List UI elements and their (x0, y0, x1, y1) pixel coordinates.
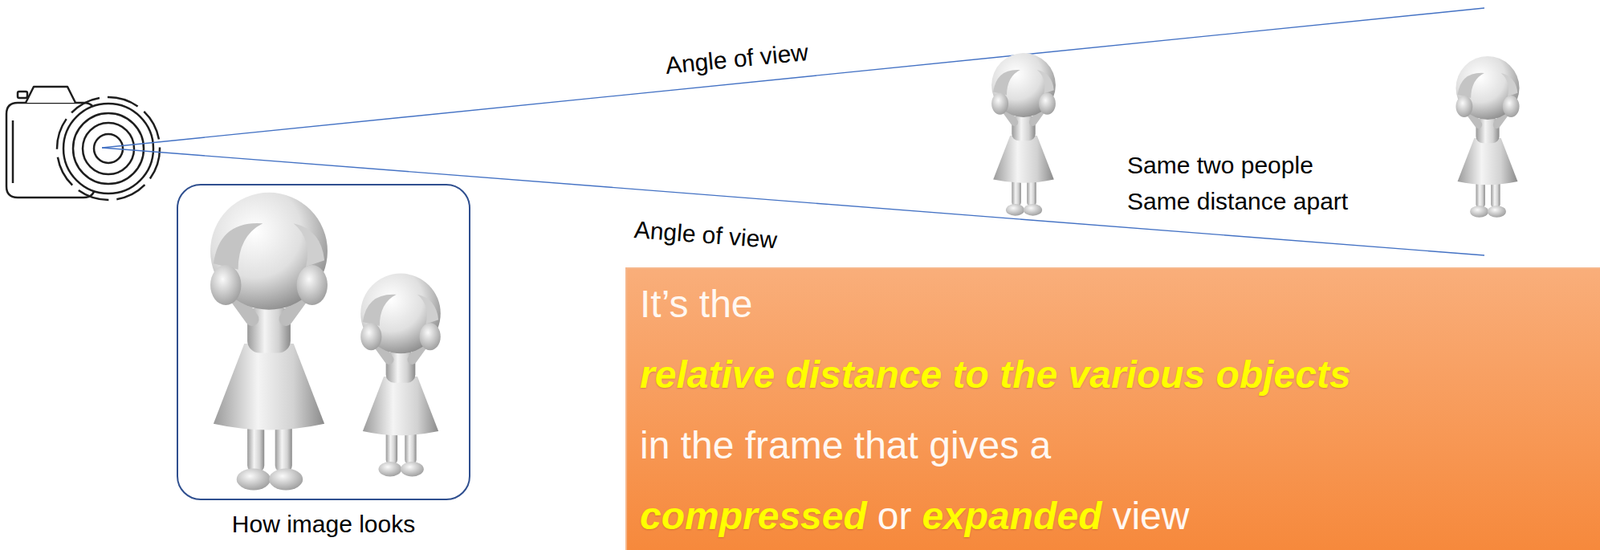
angle-label: Angle of view (663, 37, 810, 81)
camera-icon (6, 86, 160, 200)
message-banner: It’s the relative distance to the various… (625, 267, 1600, 550)
text-line: in the frame that gives a (639, 410, 1592, 481)
message-text: in the frame that gives a (639, 423, 1051, 467)
person-figure (1455, 56, 1519, 218)
person-figure (210, 192, 328, 491)
frame-border (176, 183, 471, 501)
message-text: expanded (921, 494, 1102, 538)
person-figure (991, 52, 1056, 216)
message-text: or (877, 494, 912, 538)
angle-label: Angle of view (633, 215, 779, 255)
message-text: relative distance to the various objects (639, 353, 1352, 396)
text-line: relative distance to the various objects (639, 339, 1592, 411)
note-text: Same two people (1127, 150, 1314, 180)
frame-caption: How image looks (176, 509, 471, 539)
person-figure (360, 273, 441, 477)
note-text: Same distance apart (1127, 187, 1348, 216)
text-line: It’s the (639, 268, 1592, 340)
text-line: compressedorexpandedview (639, 480, 1592, 550)
image-frame: How image looks (176, 183, 471, 539)
view-line (101, 8, 1485, 148)
message-text: compressed (639, 494, 868, 538)
message-text: It’s the (639, 282, 754, 326)
message-text: view (1111, 494, 1189, 538)
